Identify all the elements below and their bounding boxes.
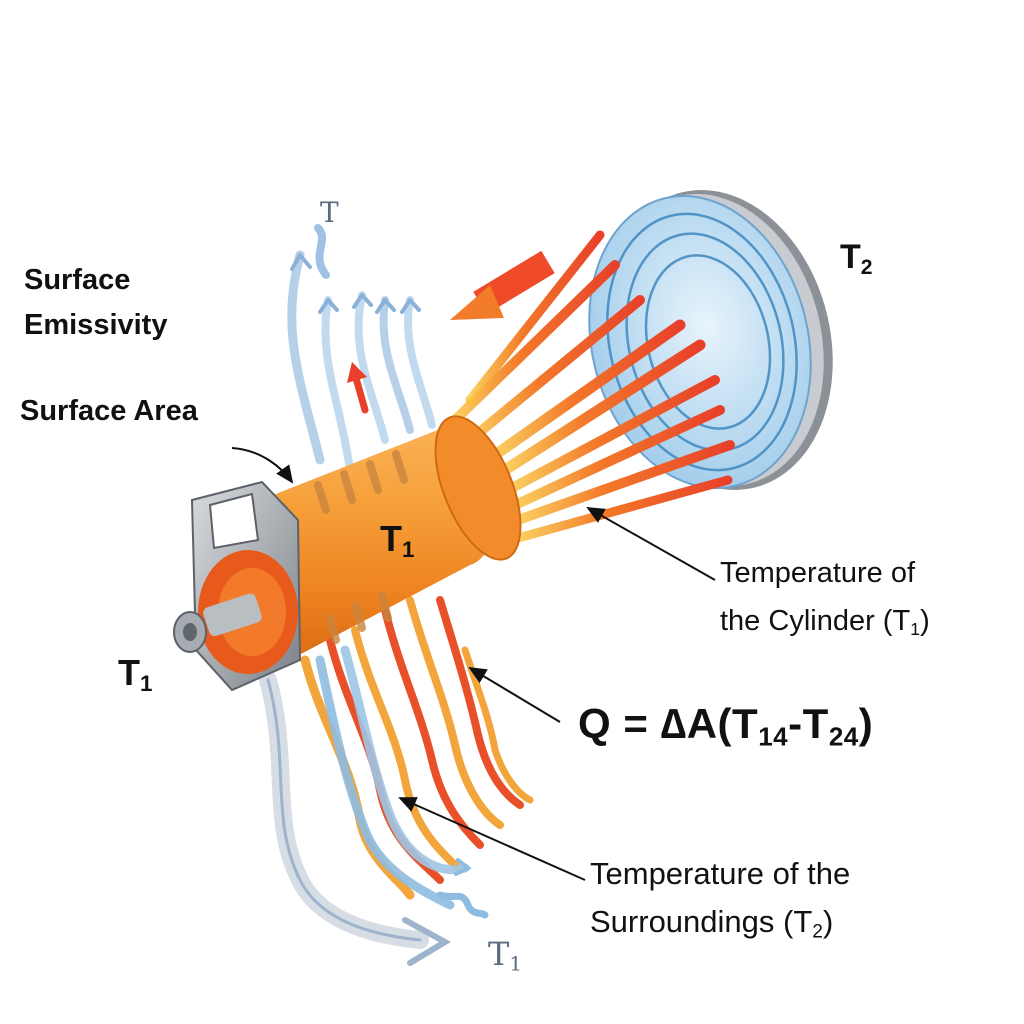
t2-disc-label: T2 [840,238,873,279]
heat-emission-streams [300,596,534,919]
surface-emissivity-line-1: Surface [24,264,131,296]
t1-cylinder-label: T1 [380,518,415,563]
surface-emissivity-line-2: Emissivity [24,309,168,341]
bottom-t1-label: T1 [488,935,522,976]
leader-lines [231,447,716,881]
surroundings-temperature-line-2: Surroundings (T2) [590,904,834,943]
incoming-radiation-arrow [450,250,555,320]
cylinder-temperature-line-1: Temperature of [720,557,916,589]
radiation-rays [450,230,735,543]
rising-convection-streams [287,224,436,474]
cylinder-temperature-line-2: the Cylinder (T1) [720,605,930,640]
equation-leader [468,666,561,723]
cylinder-end-housing [173,480,302,692]
top-t-label: T [320,196,339,229]
surroundings-flow-arrow [259,671,452,966]
cylinder-temp-leader [586,507,716,581]
t1-end-label: T1 [118,652,153,697]
surroundings-temperature-line-1: Temperature of the [590,856,851,891]
radiation-equation: Q = ∆A(T14-T24) [578,700,874,752]
surroundings-temperature-label: Temperature of the Surroundings (T2) [590,855,850,951]
surroundings-temp-leader [398,797,586,881]
surface-area-leader [231,447,294,484]
cylinder-temperature-label: Temperature of the Cylinder (T1) [720,555,930,647]
heat-rise-arrow [347,362,369,414]
surface-area-label: Surface Area [20,395,198,427]
surface-emissivity-label: Surface Emissivity [24,262,167,343]
